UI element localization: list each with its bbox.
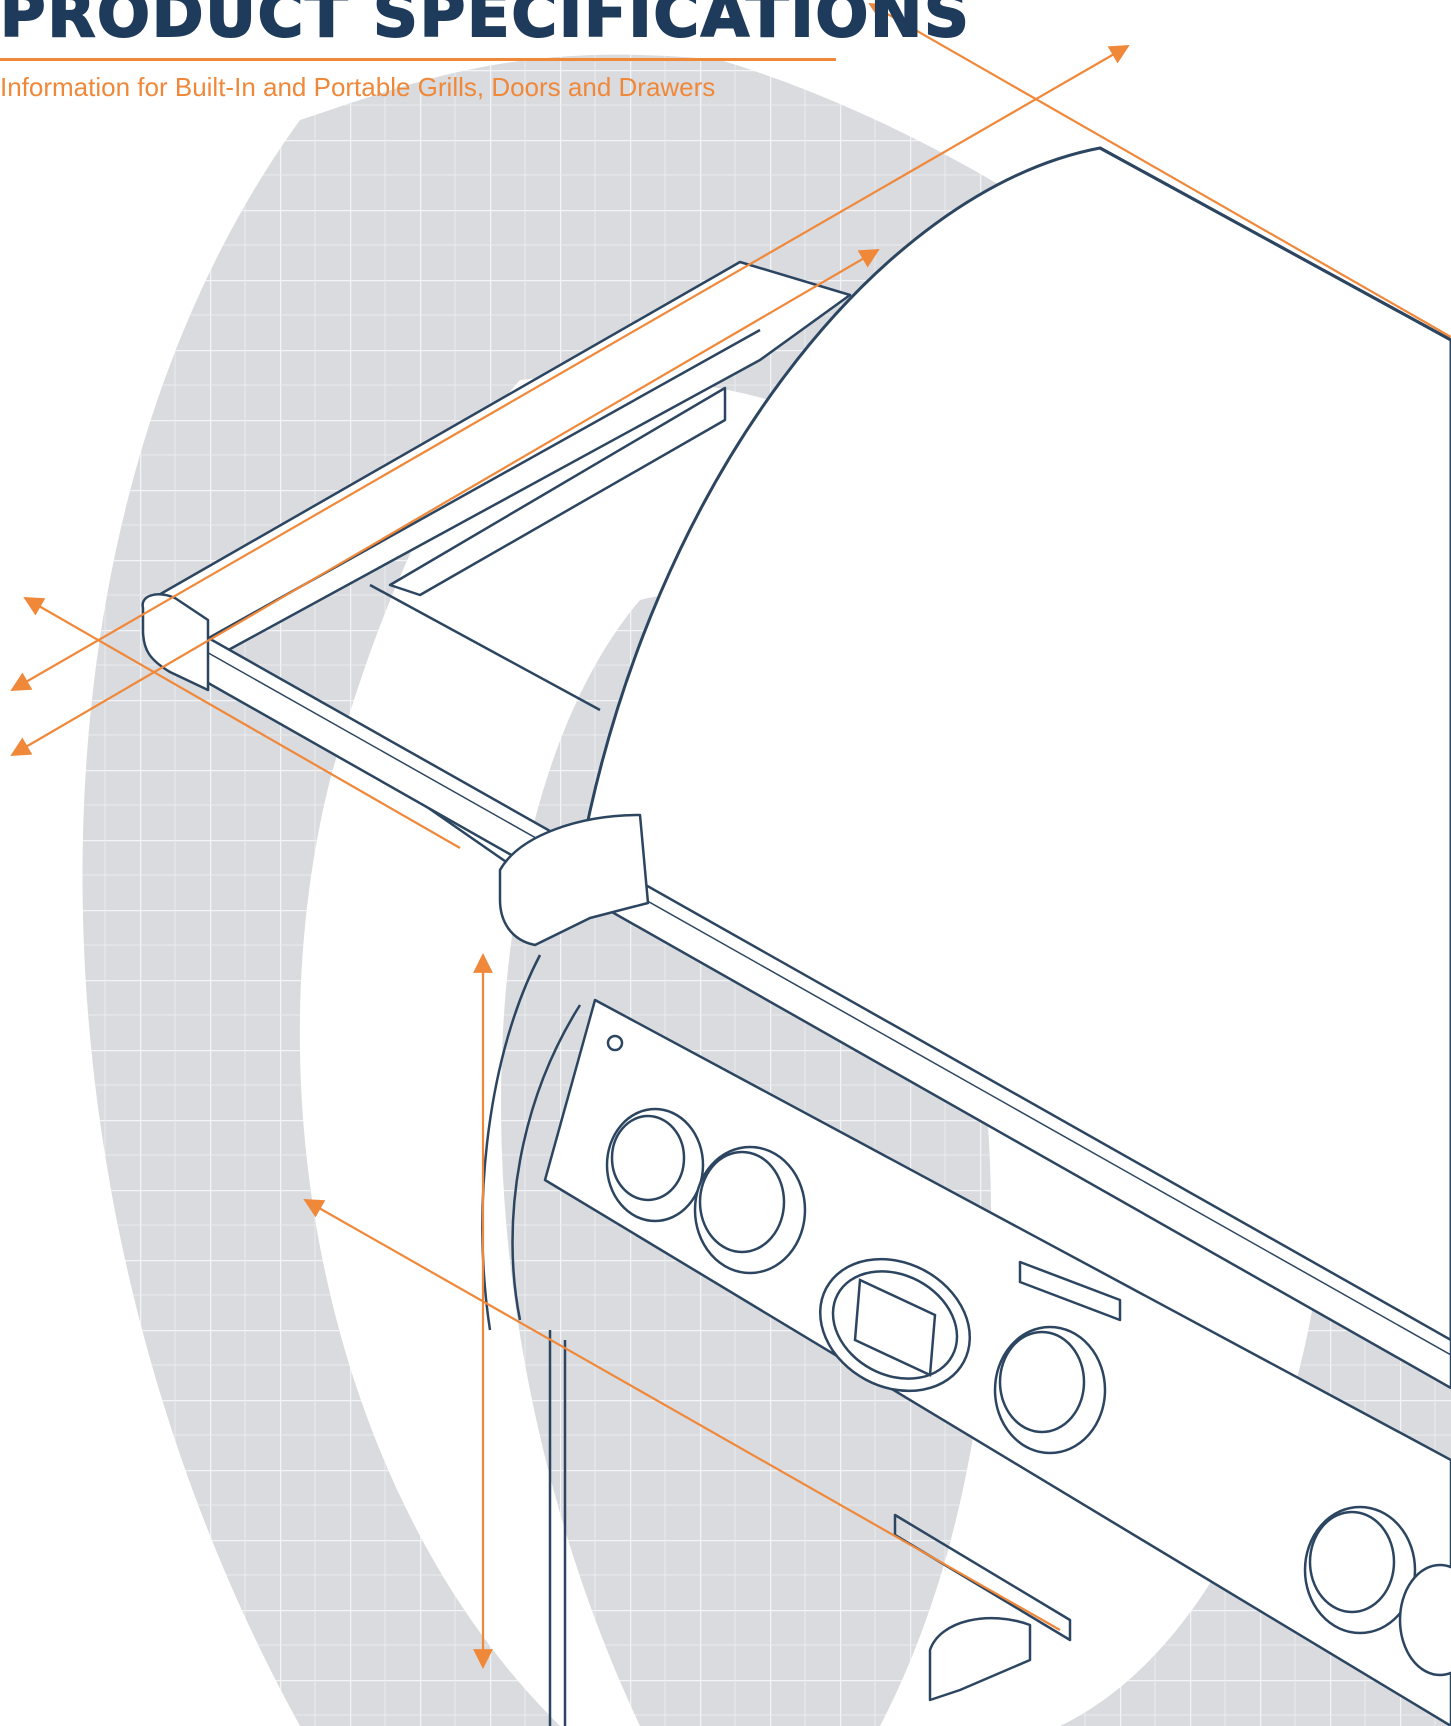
- title-underline: [0, 58, 836, 61]
- digital-display-icon: [606, 1034, 972, 1393]
- control-knob-icon: [605, 1107, 1451, 1677]
- page-subtitle: Information for Built-In and Portable Gr…: [0, 72, 716, 102]
- page-title: PRODUCT SPECIFICATIONS: [0, 0, 971, 52]
- dimension-arrow-icon: [10, 3, 1451, 1669]
